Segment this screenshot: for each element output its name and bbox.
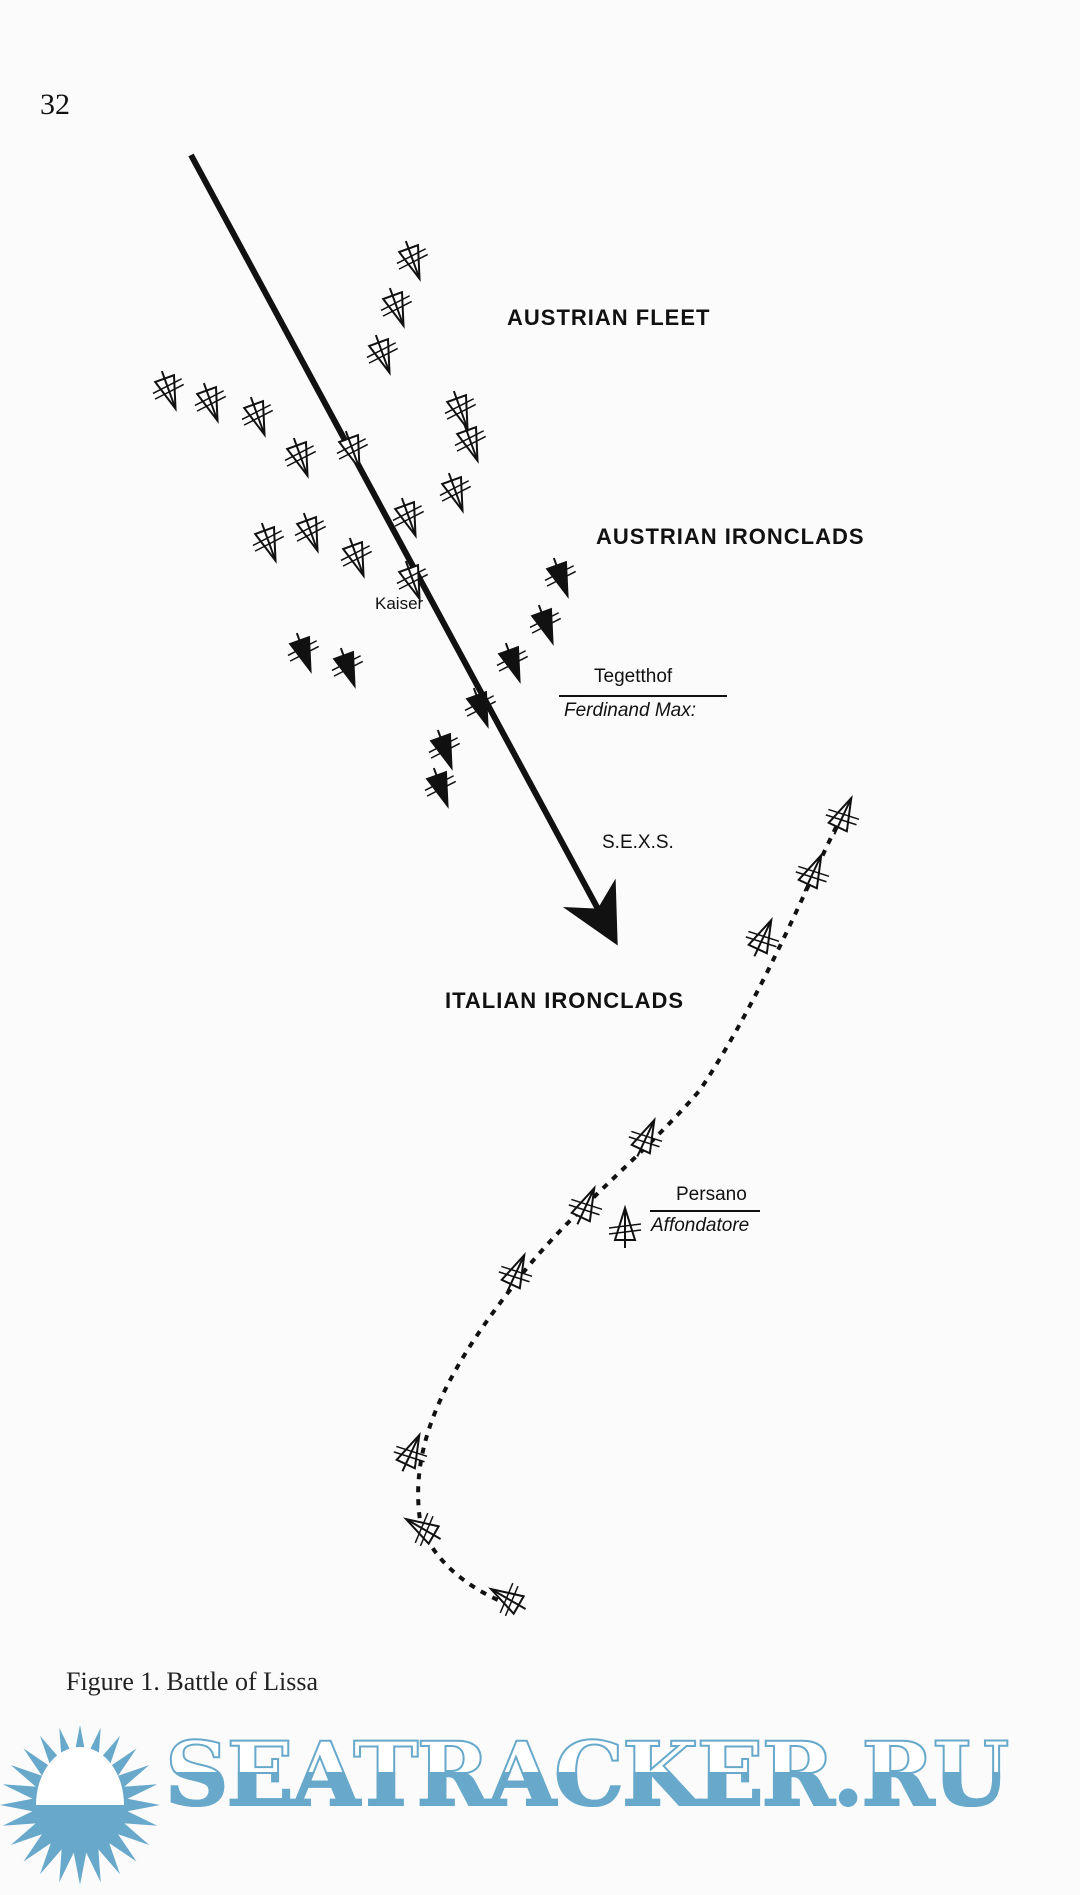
austrian-ironclads-label: AUSTRIAN IRONCLADS <box>596 524 865 549</box>
italian-ironclad-icon <box>568 1185 603 1225</box>
austrian-wooden-ship-icon <box>396 240 429 282</box>
italian-ironclad-icon <box>795 852 830 892</box>
austrian-wooden-ship-icon <box>444 390 477 432</box>
kaiser-label: Kaiser <box>375 594 424 613</box>
affondatore-label: Affondatore <box>651 1215 750 1236</box>
sun-logo-icon <box>0 1725 160 1885</box>
austrian-wooden-ship-icon <box>294 512 327 554</box>
italian-ironclad-icon <box>745 917 780 957</box>
austrian-wooden-ship-icon <box>241 396 274 438</box>
persano-label: Persano <box>676 1184 747 1205</box>
italian-ironclads-label: ITALIAN IRONCLADS <box>445 988 685 1013</box>
course-arrow <box>188 153 618 946</box>
italian-ironclad-icon <box>628 1117 663 1157</box>
austrian-ironclad-icon <box>331 647 364 689</box>
austrian-wooden-ship-icon <box>284 437 317 479</box>
italian-ironclad-icon <box>393 1432 428 1472</box>
label-divider <box>650 1210 760 1212</box>
austrian-wooden-ship-icon <box>380 287 413 329</box>
label-divider <box>559 695 727 697</box>
austrian-ironclad-icon <box>529 604 562 646</box>
italian-line-course <box>416 814 844 1607</box>
austrian-wooden-ship-icon <box>396 560 429 602</box>
figure-caption: Figure 1. Battle of Lissa <box>66 1667 319 1696</box>
austrian-ironclad-icon <box>464 687 497 729</box>
sexs-label: S.E.X.S. <box>602 832 674 853</box>
austrian-wooden-ship-icon <box>454 422 487 464</box>
watermark-logo: SEATRACKER.RU <box>164 1721 1065 1827</box>
austrian-ironclad-icon <box>424 767 457 809</box>
austrian-wooden-ship-icon <box>340 537 373 579</box>
austrian-ironclad-icon <box>428 729 461 771</box>
austrian-ironclad-icon <box>544 557 577 599</box>
austrian-ironclad-icon <box>496 642 529 684</box>
austrian-wooden-ship-icon <box>336 430 369 472</box>
austrian-fleet-label: AUSTRIAN FLEET <box>507 305 711 330</box>
austrian-wooden-ship-icon <box>194 382 227 424</box>
ferdinand-max-label: Ferdinand Max: <box>564 700 697 721</box>
italian-ironclad-icon <box>498 1252 533 1292</box>
italian-ironclad-icon <box>403 1512 442 1547</box>
italian-ironclad-icon <box>825 795 860 835</box>
page-number: 32 <box>40 88 70 121</box>
austrian-wooden-ship-icon <box>392 497 425 539</box>
tegetthof-label: Tegetthof <box>594 666 673 687</box>
affondatore-ship-icon <box>608 1204 642 1248</box>
austrian-ironclad-icon <box>287 632 320 674</box>
austrian-wooden-ship-icon <box>252 522 285 564</box>
italian-ironclad-icon <box>488 1582 527 1617</box>
austrian-wooden-ship-icon <box>366 334 399 376</box>
austrian-wooden-ship-icon <box>152 370 185 412</box>
austrian-wooden-ship-icon <box>439 472 472 514</box>
